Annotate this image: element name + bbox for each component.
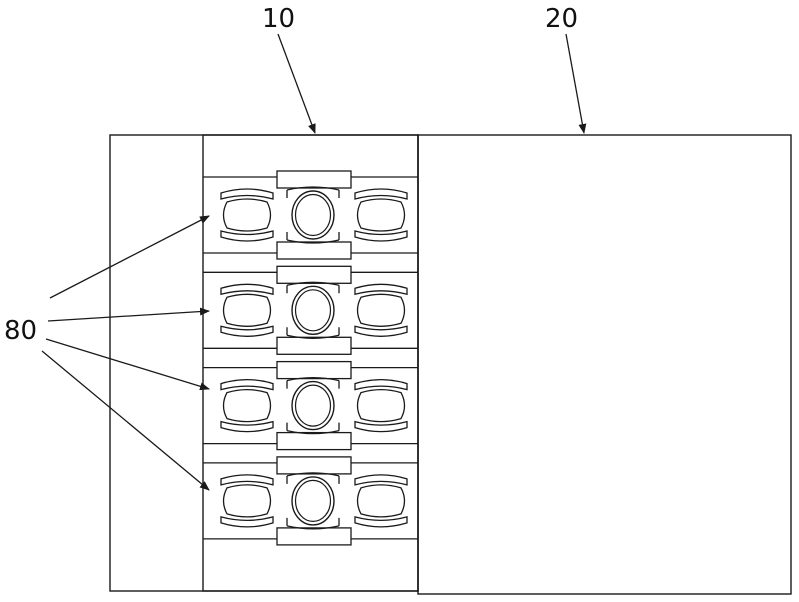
module-80-2-left-lens-body [222, 293, 272, 327]
module-80-4-center-lens-corner-ticks [286, 475, 340, 526]
module-80-3-top-bar [276, 360, 352, 380]
module-80-4-center-lens-outer-ring [291, 476, 335, 526]
module-80-1-center-lens-outer-ring [291, 190, 335, 240]
module-80-3-center-lens-frame-arcs [286, 376, 340, 435]
module-80-3-bottom-bar [276, 431, 352, 451]
leader-80-module-3 [45, 338, 210, 391]
leader-20 [565, 33, 587, 134]
module-80-4-right-lens-body [356, 484, 406, 518]
component-20-box [417, 134, 792, 595]
module-80-2-center-lens-inner-ring [294, 289, 332, 332]
module-80-1-top-bar [276, 170, 352, 189]
module-80-3-right-lens-bottom-plate [354, 420, 408, 433]
module-80-3-center-lens-corner-ticks [286, 380, 340, 431]
module-80-1-center-lens-frame-arcs [286, 186, 340, 244]
module-80-3-right-lens-top-plate [354, 378, 408, 391]
module-80-4-bottom-bar [276, 527, 352, 546]
module-80-4-left-lens-body [222, 484, 272, 518]
module-80-2-right-lens-body [356, 293, 406, 327]
module-80-1-right-lens-body [356, 198, 406, 232]
module-80-2-left-lens-bottom-plate [220, 325, 274, 337]
module-80-1-right-lens-bottom-plate [354, 230, 408, 242]
module-80-2-center-lens-frame-arcs [286, 281, 340, 339]
label-10: 10 [262, 4, 295, 34]
module-80-4-center-lens-frame-arcs [286, 472, 340, 530]
module-80-3-right-lens-body [356, 388, 406, 423]
module-80-4-right-lens-top-plate [354, 474, 408, 486]
module-80-4-left-lens-bottom-plate [220, 516, 274, 528]
module-80-2-bottom-bar [276, 336, 352, 355]
module-80-1-center-lens-inner-ring [294, 193, 332, 237]
label-20: 20 [545, 4, 578, 34]
module-80-2-right-lens-top-plate [354, 283, 408, 296]
leader-10 [277, 33, 316, 134]
module-80-1-left-lens-bottom-plate [220, 230, 274, 242]
module-80-4-center-lens-inner-ring [294, 479, 332, 522]
module-80-3-left-lens-top-plate [220, 378, 274, 391]
module-80-1-right-lens-top-plate [354, 188, 408, 200]
module-80-3-left-lens-bottom-plate [220, 420, 274, 433]
assembly-10 [109, 134, 419, 592]
modules-80-group [203, 170, 418, 546]
module-80-3-left-lens-body [222, 388, 272, 423]
leader-80-module-4 [41, 350, 210, 491]
module-80-1-left-lens-top-plate [220, 188, 274, 200]
module-80-2-left-lens-top-plate [220, 283, 274, 296]
module-80-4-left-lens-top-plate [220, 474, 274, 486]
module-80-3-center-lens-outer-ring [291, 380, 335, 431]
module-80-2-right-lens-bottom-plate [354, 325, 408, 337]
module-80-4-top-bar [276, 456, 352, 475]
assembly-10-outer-frame [109, 134, 419, 592]
module-80-2-center-lens-corner-ticks [286, 285, 340, 336]
module-80-1-center-lens-corner-ticks [286, 190, 340, 240]
leaders-80 [41, 215, 210, 491]
module-80-2-top-bar [276, 265, 352, 284]
leader-80-module-1 [49, 215, 210, 299]
module-80-1-left-lens-body [222, 198, 272, 232]
module-80-2-center-lens-outer-ring [291, 285, 335, 335]
leader-80-module-2 [47, 307, 210, 322]
module-80-3-center-lens-inner-ring [294, 384, 332, 427]
module-80-4-right-lens-bottom-plate [354, 516, 408, 528]
module-80-1-bottom-bar [276, 241, 352, 260]
label-80: 80 [4, 316, 37, 346]
